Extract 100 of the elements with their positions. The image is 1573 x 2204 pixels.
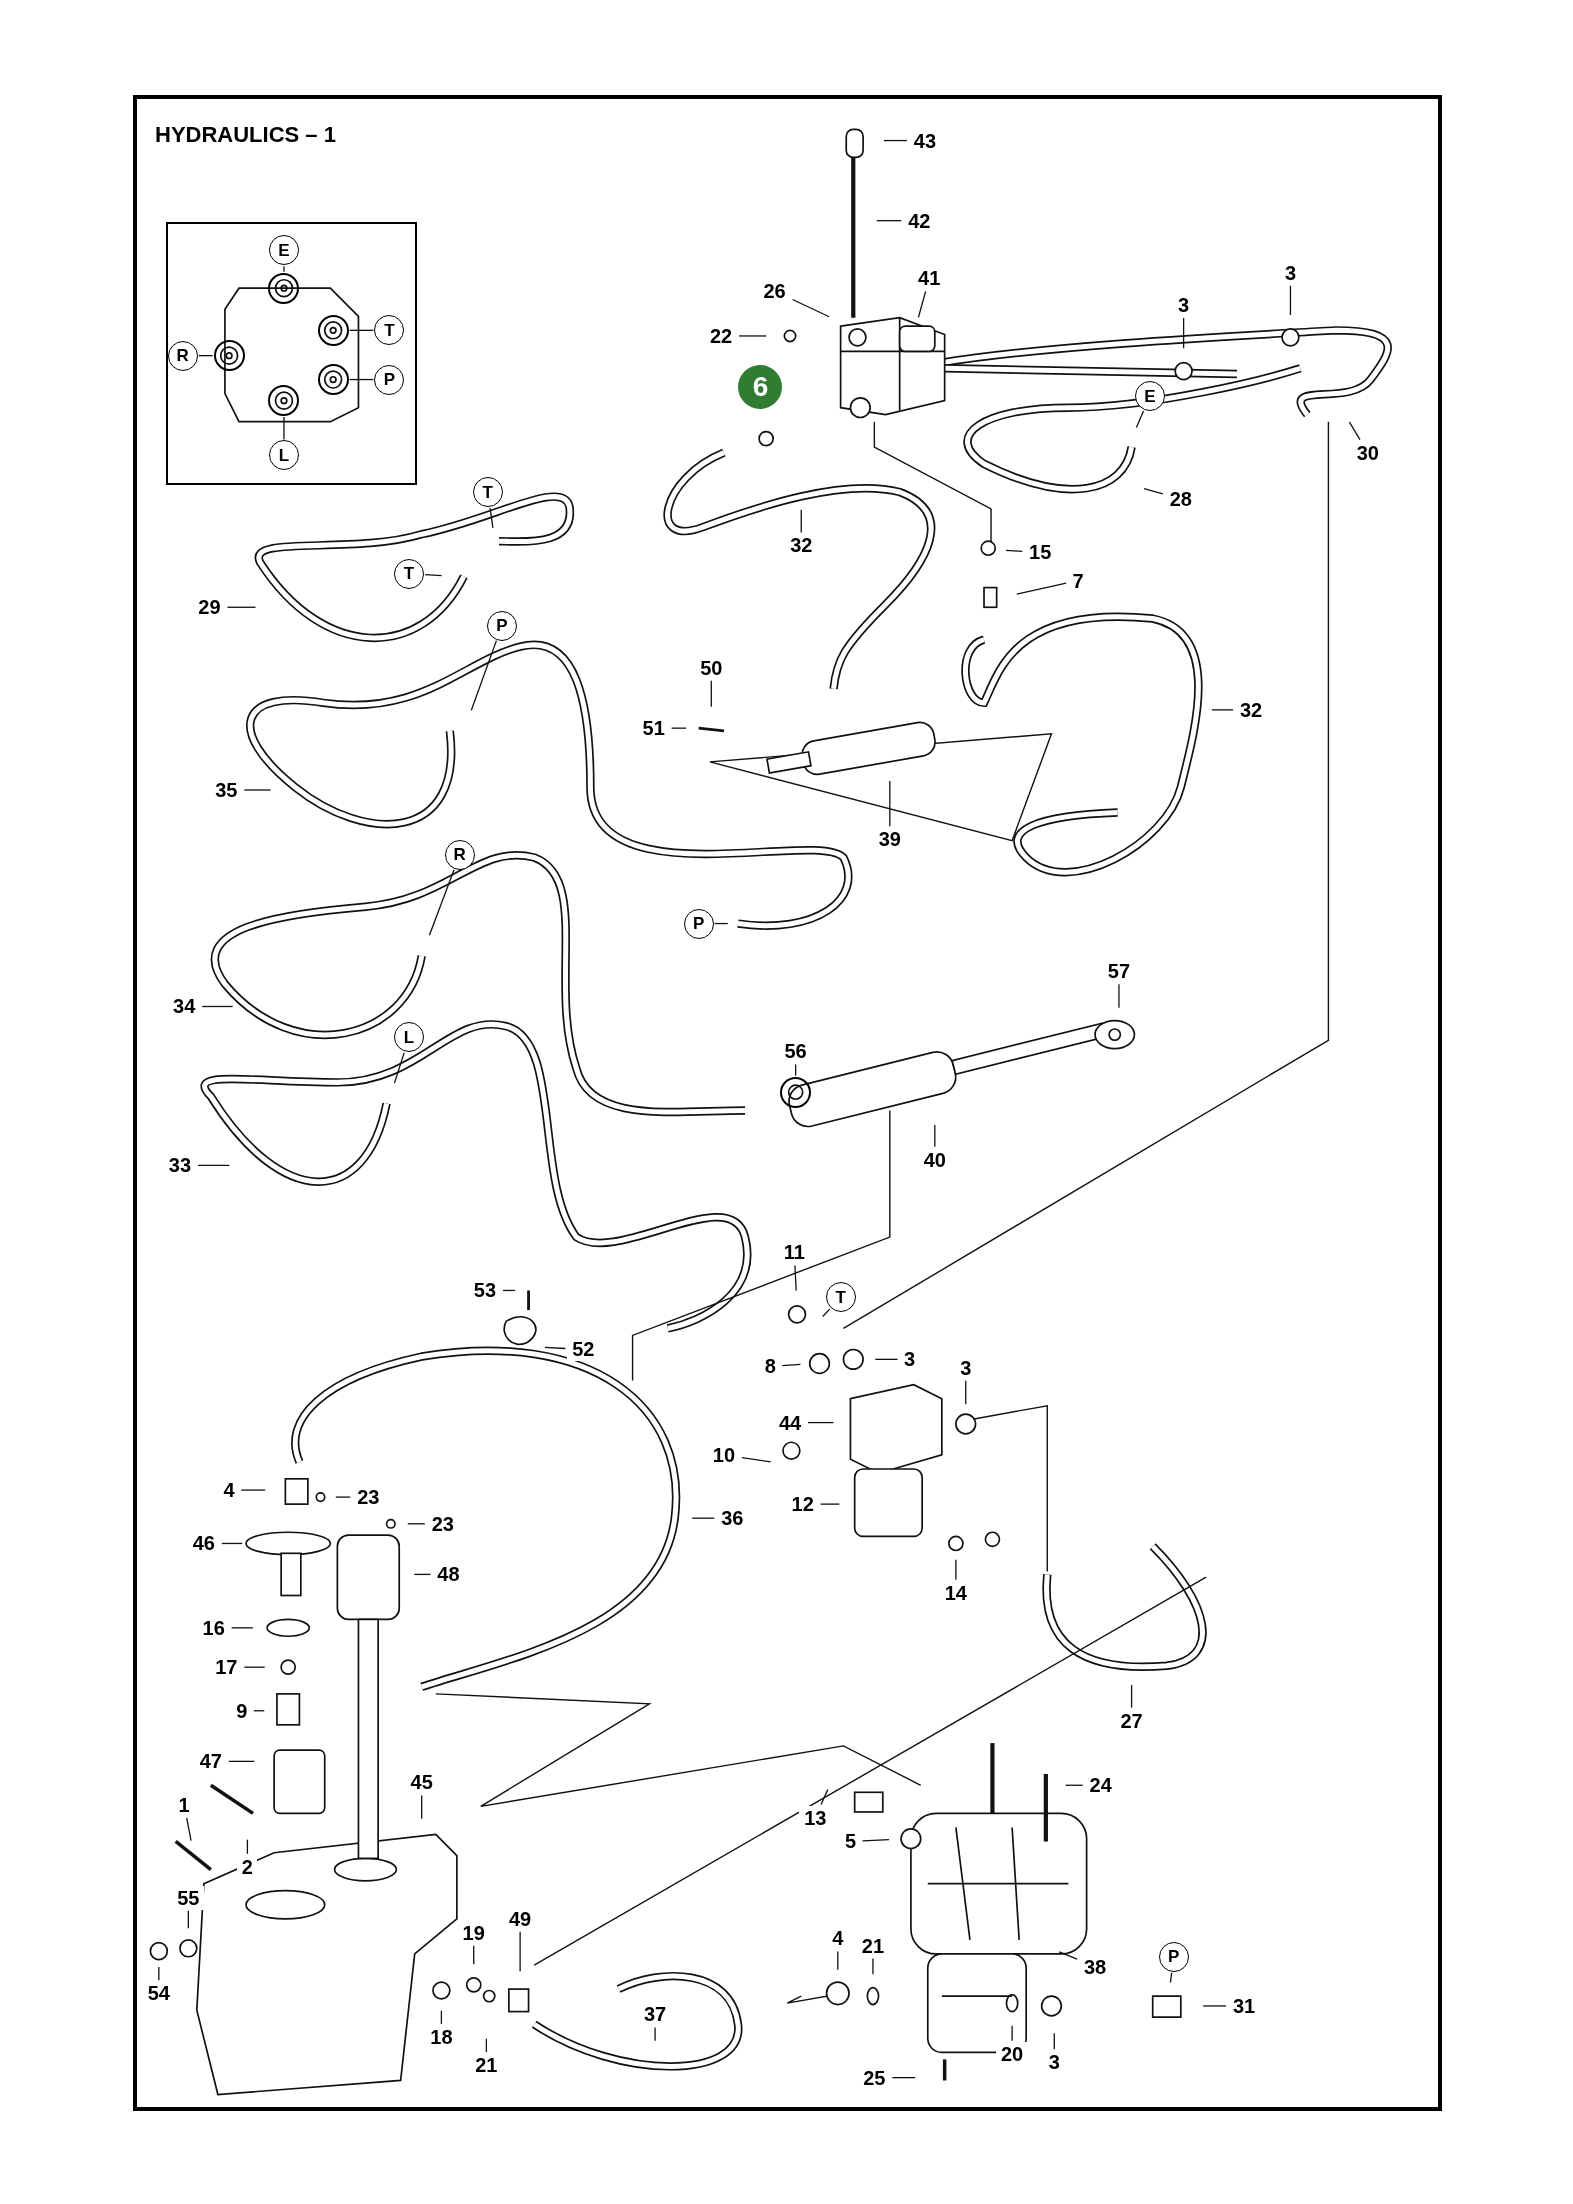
leader-line bbox=[335, 1496, 351, 1498]
leader-line bbox=[820, 1503, 841, 1505]
port-letter-marker: T bbox=[472, 477, 503, 507]
leader-line bbox=[891, 2077, 916, 2079]
leader-line bbox=[283, 416, 285, 441]
leader-line bbox=[421, 1794, 423, 1820]
leader-line bbox=[243, 789, 272, 791]
leader-line bbox=[240, 1489, 266, 1491]
leader-line bbox=[872, 1957, 874, 1975]
port-letter-marker: P bbox=[1158, 1941, 1189, 1972]
leader-line bbox=[198, 355, 214, 357]
leader-line bbox=[1058, 1951, 1078, 1960]
leader-line bbox=[1118, 983, 1120, 1009]
leader-line bbox=[781, 1363, 802, 1367]
leader-line bbox=[1053, 2032, 1055, 2050]
leader-line bbox=[691, 1517, 716, 1519]
leader-line bbox=[544, 1346, 566, 1350]
leader-line bbox=[822, 1308, 831, 1318]
leader-line bbox=[407, 1523, 426, 1525]
leader-line bbox=[1016, 582, 1067, 595]
leader-line bbox=[934, 1124, 936, 1148]
leader-line bbox=[1211, 709, 1234, 711]
leader-line bbox=[1143, 487, 1164, 495]
leader-line bbox=[489, 507, 494, 529]
port-letter-marker: L bbox=[268, 440, 299, 471]
port-letter-marker: E bbox=[1134, 381, 1165, 412]
leader-line bbox=[348, 378, 375, 381]
port-letter-marker: T bbox=[374, 315, 405, 346]
leader-line bbox=[876, 220, 902, 222]
leader-line bbox=[1065, 1784, 1084, 1786]
port-fitting bbox=[268, 385, 300, 417]
leader-line bbox=[800, 509, 802, 534]
leader-line bbox=[440, 2009, 443, 2025]
port-letter-marker: R bbox=[167, 340, 198, 371]
leader-line bbox=[243, 1666, 266, 1668]
port-fitting bbox=[268, 272, 300, 304]
leader-line bbox=[883, 139, 908, 142]
port-letter-marker: P bbox=[683, 908, 714, 939]
leader-line bbox=[820, 1788, 829, 1806]
leader-line bbox=[470, 639, 498, 711]
leader-line bbox=[231, 1627, 254, 1629]
leader-line bbox=[473, 1945, 475, 1965]
leader-line bbox=[186, 1817, 192, 1842]
leader-line bbox=[807, 1421, 835, 1424]
leader-line bbox=[874, 1358, 899, 1360]
port-letter-marker: P bbox=[374, 364, 405, 395]
leader-line bbox=[1202, 2005, 1227, 2007]
leader-line bbox=[861, 1838, 890, 1842]
port-letter-marker: E bbox=[268, 235, 299, 266]
leader-line bbox=[1182, 317, 1185, 349]
leader-line bbox=[795, 1063, 797, 1077]
leader-line bbox=[253, 1710, 265, 1712]
leader-line bbox=[1289, 285, 1292, 316]
leader-line bbox=[1348, 421, 1361, 441]
leader-line bbox=[738, 335, 767, 337]
leader-line bbox=[1169, 1972, 1173, 1984]
leader-line bbox=[965, 1380, 967, 1405]
port-letter-marker: T bbox=[825, 1282, 856, 1313]
leader-line bbox=[428, 869, 455, 936]
port-letter-marker: T bbox=[394, 558, 425, 589]
leader-line bbox=[837, 1950, 839, 1971]
leader-line bbox=[1130, 1684, 1133, 1709]
leader-line bbox=[741, 1456, 772, 1463]
leader-line bbox=[393, 1052, 405, 1084]
leader-line bbox=[519, 1931, 521, 1972]
leader-line bbox=[1011, 2025, 1013, 2042]
port-fitting bbox=[213, 340, 245, 372]
leader-line bbox=[889, 780, 891, 827]
leader-line bbox=[917, 290, 927, 318]
port-letter-marker: R bbox=[444, 839, 475, 870]
leader-line bbox=[654, 2026, 656, 2042]
leader-line bbox=[794, 1264, 797, 1292]
leader-line bbox=[710, 680, 712, 708]
leader-line bbox=[228, 1760, 255, 1762]
leader-line bbox=[221, 1542, 243, 1545]
leader-line bbox=[246, 1839, 249, 1855]
leader-line bbox=[348, 329, 375, 331]
port-fitting bbox=[317, 364, 349, 395]
leader-line bbox=[226, 606, 257, 608]
callout-badge: 6 bbox=[738, 364, 783, 409]
diagram-title: HYDRAULICS – 1 bbox=[155, 121, 336, 149]
leader-line bbox=[201, 1005, 234, 1008]
leader-line bbox=[158, 1966, 160, 1981]
leader-line bbox=[1135, 410, 1145, 429]
port-diagram-inset bbox=[165, 222, 418, 485]
leader-line bbox=[197, 1164, 230, 1166]
port-letter-marker: L bbox=[394, 1022, 425, 1053]
leader-line bbox=[502, 1289, 516, 1292]
leader-line bbox=[1005, 549, 1023, 552]
leader-line bbox=[283, 265, 285, 273]
leader-line bbox=[424, 573, 443, 577]
leader-line bbox=[791, 298, 830, 318]
leader-line bbox=[671, 727, 687, 729]
leader-line bbox=[714, 922, 729, 925]
port-fitting bbox=[780, 1076, 812, 1108]
leader-line bbox=[413, 1573, 432, 1576]
leader-line bbox=[485, 2038, 488, 2053]
leader-line bbox=[955, 1559, 957, 1581]
port-letter-marker: P bbox=[486, 610, 517, 641]
port-fitting bbox=[317, 314, 349, 346]
